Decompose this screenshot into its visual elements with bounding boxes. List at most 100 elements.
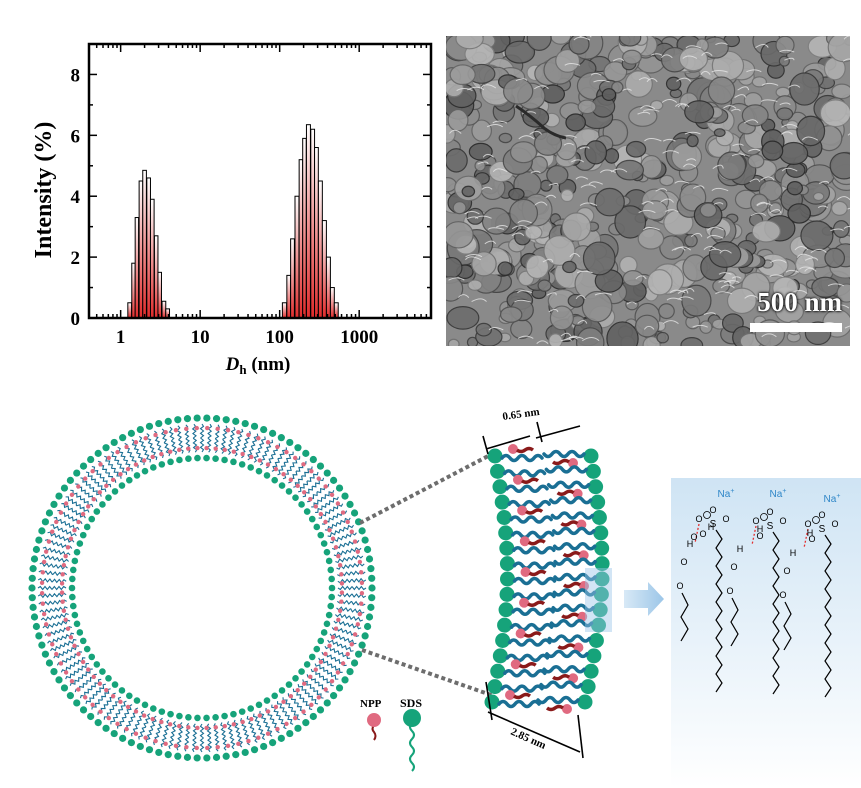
vesicle-npp-head [86, 504, 91, 509]
vesicle-npp-head [345, 519, 350, 525]
vesicle-tail [97, 704, 109, 715]
vesicle-tail [105, 472, 117, 483]
vesicle-sds-head [69, 593, 76, 601]
sodium-symbol: Na [824, 494, 837, 505]
vesicle-npp-head [359, 570, 364, 575]
sem-highlight [842, 58, 850, 62]
x-axis-label-unit: (nm) [247, 354, 291, 375]
vesicle-sds-head [185, 713, 192, 721]
vesicle-npp-head [63, 501, 69, 506]
vesicle-npp-head [257, 458, 262, 463]
vesicle-sds-head [203, 414, 211, 422]
vesicle-tail [69, 651, 83, 661]
bilayer-npp-tail [520, 477, 540, 484]
sem-highlight [573, 36, 591, 41]
sodium-symbol: Na [770, 489, 783, 500]
vesicle-sds-head [278, 482, 286, 489]
vesicle-sds-head [298, 668, 305, 675]
chart-bar [298, 159, 304, 319]
vesicle-sds-head [141, 467, 149, 475]
vesicle-tail [136, 710, 145, 725]
sem-grain [772, 276, 799, 301]
vesicle-tail [207, 423, 213, 439]
vesicle-sds-head [303, 661, 311, 668]
vesicle-tail [347, 622, 362, 630]
bilayer-npp-tail [551, 458, 571, 466]
vesicle-npp-head [339, 590, 345, 595]
vesicle-npp-head [236, 429, 241, 435]
vesicle-npp-head [97, 681, 103, 686]
sem-grain [646, 269, 673, 296]
sem-grain [525, 254, 550, 280]
sem-highlight [788, 84, 801, 88]
sem-highlight [810, 248, 827, 253]
vesicle-sds-head [41, 518, 50, 526]
vesicle-sds-head [313, 523, 321, 531]
vesicle-npp-head [142, 713, 147, 718]
vesicle-tail [288, 470, 298, 484]
bilayer-sds-head [586, 648, 602, 664]
sem-texture [446, 36, 850, 346]
bilayer-sds-head [492, 648, 508, 664]
vesicle-tail [168, 734, 175, 750]
vesicle-tail [220, 722, 226, 737]
vesicle-tail [95, 683, 106, 696]
vesicle-npp-head [59, 590, 65, 595]
bilayer-sds-tail [547, 634, 592, 643]
sem-highlight [471, 298, 487, 303]
vesicle-sds-head [176, 456, 183, 464]
vesicle-sds-head [269, 429, 277, 437]
sem-grain [509, 198, 539, 228]
sem-highlight [744, 294, 759, 299]
bilayer-sds-tail [546, 480, 591, 489]
vesicle-npp-head [284, 449, 289, 455]
sem-highlight [827, 283, 845, 287]
vesicle-sds-head [308, 515, 316, 523]
hydrogen-atom-label: H [687, 539, 694, 549]
vesicle-tail [337, 650, 351, 660]
sem-grain [712, 278, 730, 294]
vesicle-tail [38, 600, 54, 607]
vesicle-sds-head [271, 476, 278, 484]
vesicle-sds-head [260, 742, 268, 751]
vesicle-npp-head [215, 426, 220, 431]
vesicle-tail [100, 476, 112, 488]
vesicle-npp-head [41, 611, 47, 617]
sem-highlight [588, 181, 603, 185]
sem-highlight [731, 153, 746, 157]
vesicle-npp-head [275, 726, 280, 732]
vesicle-npp-head [335, 501, 341, 506]
sem-grain [560, 188, 574, 203]
vesicle-tail [290, 456, 301, 468]
sem-grain [508, 187, 525, 201]
hydrogen-atom-label: H [737, 544, 744, 554]
bilayer-segment [484, 444, 610, 714]
vesicle-sds-head [309, 455, 317, 464]
hydrogen-atom-label: H [708, 522, 715, 532]
vesicle-tail [65, 670, 79, 680]
vesicle-npp-head [173, 427, 179, 433]
vesicle-tail [334, 657, 347, 667]
bilayer-npp-tail [527, 600, 546, 607]
sem-grain [819, 99, 850, 128]
vesicle-sds-head [119, 734, 127, 742]
vesicle-npp-head [359, 580, 365, 585]
bilayer-sds-head [593, 586, 609, 602]
hydrogen-bond [803, 528, 809, 549]
vesicle-sds-head [73, 620, 81, 628]
vesicle-tail [348, 554, 364, 561]
vesicle-tail [156, 717, 164, 733]
sem-highlight [760, 176, 775, 181]
bilayer-sds-head [594, 556, 610, 572]
vesicle-sds-head [194, 454, 201, 462]
sem-highlight [674, 180, 690, 184]
chart-bar [305, 124, 311, 319]
vesicle-sds-head [28, 594, 36, 602]
sem-highlight [715, 291, 733, 295]
vesicle-sds-head [32, 622, 41, 631]
sem-highlight [790, 289, 808, 294]
vesicle-tail [50, 524, 64, 533]
vesicle-npp-head [68, 635, 74, 640]
sem-highlight [843, 36, 850, 40]
